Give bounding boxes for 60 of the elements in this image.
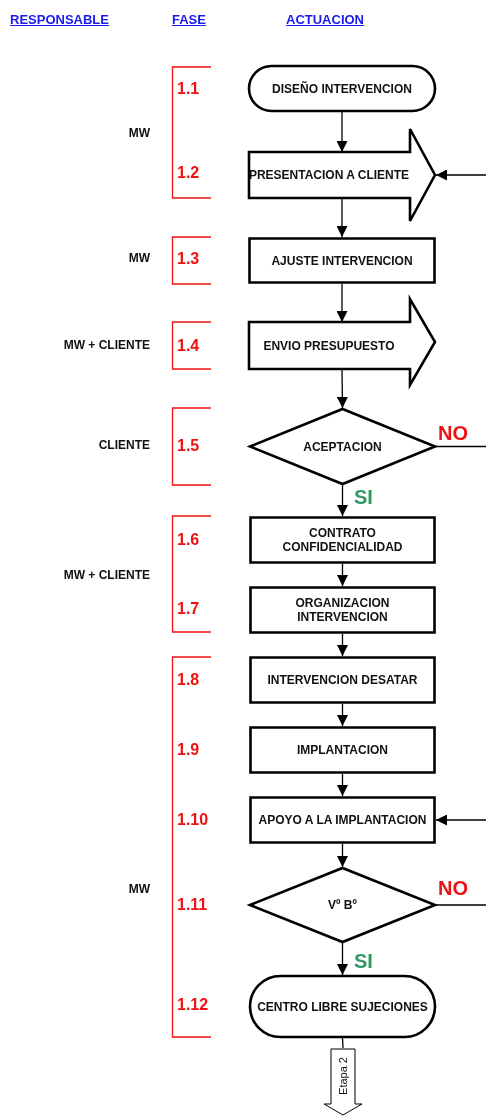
box-label: CONTRATO CONFIDENCIALIDAD	[281, 526, 404, 554]
phase-number: 1.1	[177, 80, 200, 98]
arrow-label: Etapa 2	[336, 1057, 350, 1095]
process-box	[249, 586, 436, 634]
arrow	[337, 633, 348, 657]
edge-label: SI	[354, 487, 373, 507]
edge-label: NO	[438, 423, 468, 443]
phase-number: 1.9	[177, 741, 200, 759]
box-label: ORGANIZACION INTERVENCION	[294, 596, 391, 624]
arrow	[337, 484, 348, 517]
hollow-arrow	[322, 1048, 364, 1116]
phase-number: 1.11	[177, 896, 208, 914]
responsible-label: CLIENTE	[98, 438, 150, 452]
arrow	[337, 773, 348, 797]
box-label: APOYO A LA IMPLANTACION	[258, 813, 427, 827]
process-box	[249, 796, 436, 844]
arrow	[337, 703, 348, 727]
terminal-box	[248, 65, 436, 112]
terminal-box	[249, 975, 436, 1038]
phase-number: 1.6	[177, 531, 200, 549]
phase-number: 1.3	[177, 250, 200, 268]
box-label: INTERVENCION DESATAR	[267, 673, 418, 687]
arrow	[337, 843, 348, 868]
column-header: FASE	[172, 12, 206, 27]
edge-label: NO	[438, 878, 468, 898]
process-box	[249, 516, 436, 564]
box-label: IMPLANTACION	[296, 743, 389, 757]
phase-number: 1.8	[177, 671, 200, 689]
arrow-shaped-box	[248, 128, 436, 222]
arrow	[337, 563, 348, 587]
edge-label: SI	[354, 951, 373, 971]
process-box	[249, 656, 436, 704]
decision-diamond	[249, 408, 436, 485]
box-label: ACEPTACION	[303, 439, 382, 454]
column-header: RESPONSABLE	[10, 12, 109, 27]
responsible-label: MW + CLIENTE	[63, 568, 150, 582]
arrow	[435, 169, 486, 181]
arrow	[435, 814, 486, 826]
box-label: AJUSTE INTERVENCION	[271, 253, 413, 268]
phase-number: 1.5	[177, 437, 200, 455]
phase-number: 1.12	[177, 996, 209, 1014]
box-label: Vº Bº	[328, 898, 357, 912]
phase-number: 1.10	[177, 811, 209, 829]
responsible-label: MW + CLIENTE	[63, 338, 150, 352]
box-label: CENTRO LIBRE SUJECIONES	[257, 999, 428, 1014]
phase-number: 1.7	[177, 600, 200, 618]
responsible-label: MW	[128, 882, 150, 896]
decision-diamond	[249, 867, 436, 943]
box-label: ENVIO PRESUPUESTO	[263, 338, 395, 353]
column-header: ACTUACION	[286, 12, 364, 27]
responsible-label: MW	[128, 251, 150, 265]
arrow	[337, 942, 348, 976]
box-label: DISEÑO INTERVENCION	[272, 81, 412, 96]
phase-number: 1.4	[177, 337, 200, 355]
process-box	[248, 237, 436, 284]
phase-number: 1.2	[177, 164, 200, 182]
arrow	[336, 283, 348, 323]
responsible-label: MW	[128, 126, 150, 140]
arrow	[336, 111, 348, 153]
process-box	[249, 726, 436, 774]
